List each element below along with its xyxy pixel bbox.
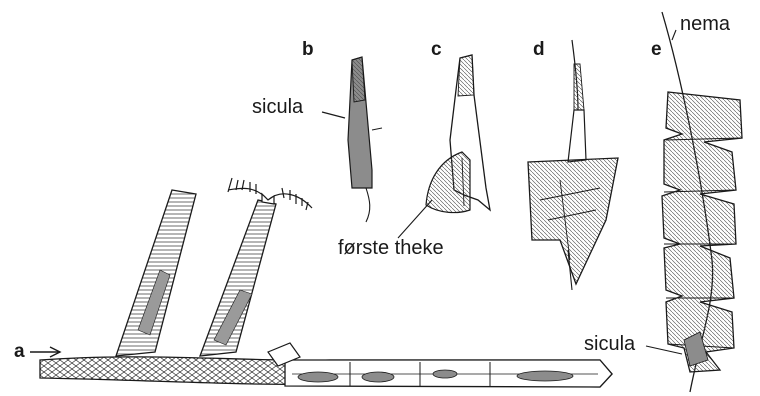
autotheca-tube <box>200 200 276 356</box>
label-sicula-e: sicula <box>584 334 635 354</box>
panel-b-sicula <box>322 57 382 222</box>
thecae-cluster <box>528 158 618 284</box>
zooid-body <box>362 372 394 382</box>
sicula-body <box>568 110 586 162</box>
panel-e-rhabdosome <box>646 12 742 392</box>
panel-label-a: a <box>14 342 25 361</box>
pointer-line <box>322 112 345 118</box>
zooid-body <box>298 372 338 382</box>
thecae-stack <box>662 92 742 372</box>
label-forste-theke: første theke <box>338 238 444 258</box>
panel-d-sicula-thecae <box>528 40 618 290</box>
panel-label-e: e <box>651 40 662 59</box>
zooid-body <box>517 371 573 381</box>
pointer-line <box>398 200 432 238</box>
panel-c-sicula-first-theca <box>398 55 490 238</box>
autotheca-tube <box>116 190 196 356</box>
label-nema: nema <box>680 14 730 34</box>
panel-label-c: c <box>431 40 442 59</box>
pointer-line <box>646 346 682 354</box>
pointer-line <box>672 30 676 40</box>
panel-label-b: b <box>302 40 314 59</box>
label-sicula-b: sicula <box>252 97 303 117</box>
panel-label-d: d <box>533 40 545 59</box>
zooid-body <box>433 370 457 378</box>
panel-a-colony <box>30 178 612 387</box>
